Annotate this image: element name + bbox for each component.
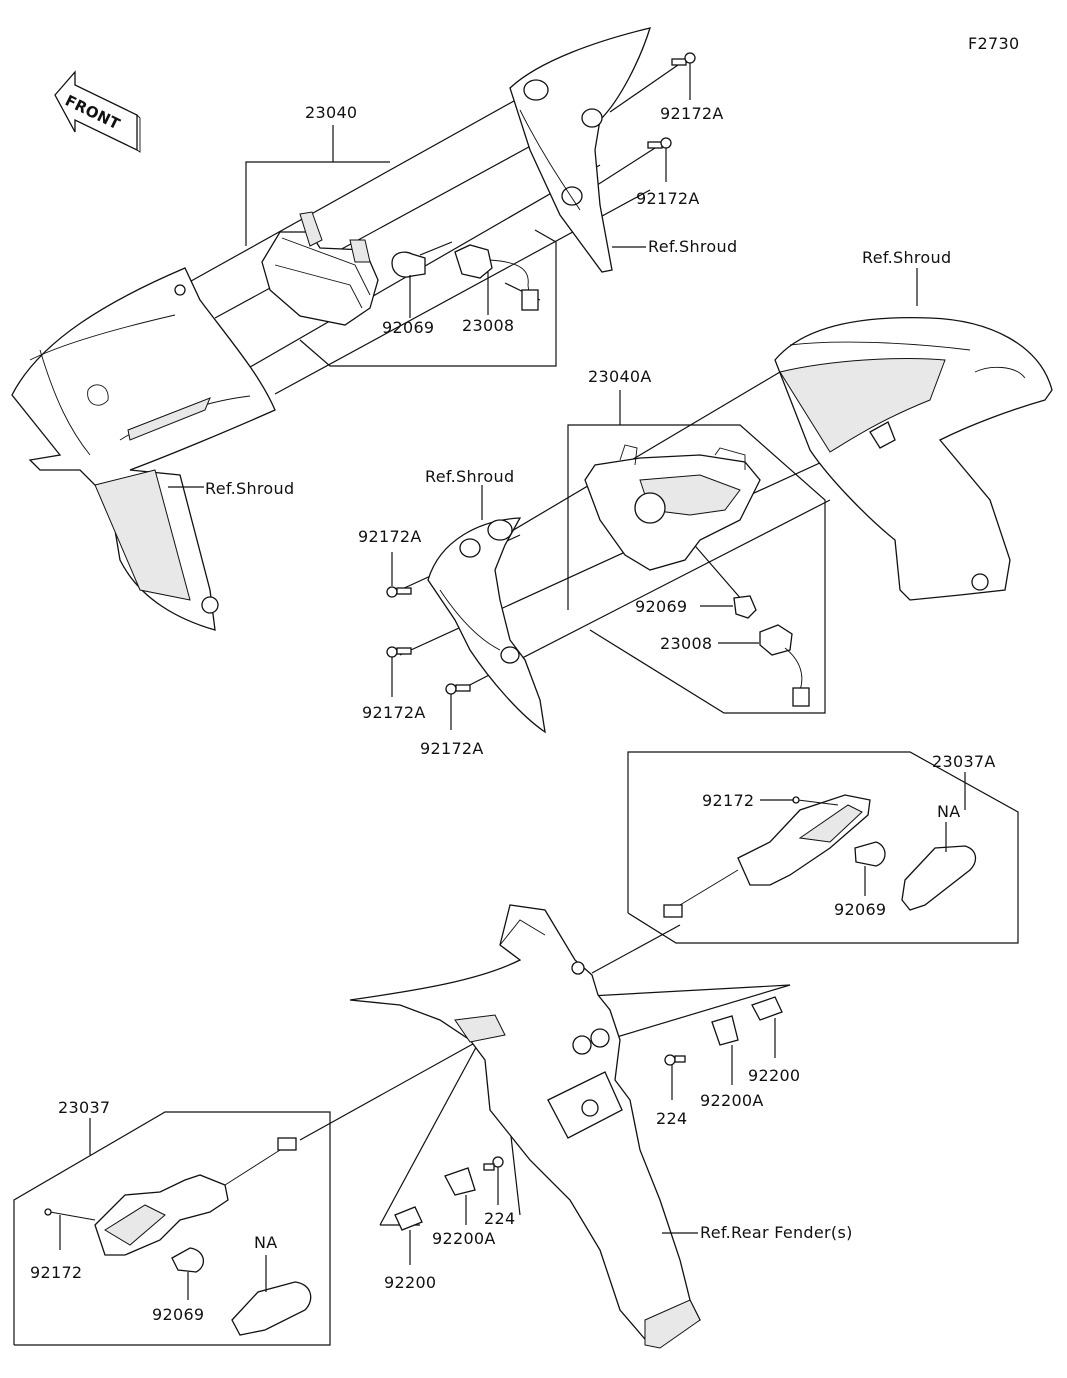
shroud-right xyxy=(774,316,1053,601)
screw-mid-1 xyxy=(386,586,412,598)
shroud-top-small xyxy=(509,27,651,273)
rear-right-lens xyxy=(901,845,977,911)
screw-top-2 xyxy=(647,137,672,149)
screw-mid-2 xyxy=(386,646,412,658)
shroud-middle xyxy=(427,517,546,734)
screw-mid-3-label: 92172A xyxy=(420,739,484,758)
front-left-lamp xyxy=(261,211,379,326)
ref-shroud-top-label: Ref.Shroud xyxy=(648,237,737,256)
plate-a-rear-left-label: 92200A xyxy=(432,1229,496,1248)
bulb-front-right-label: 92069 xyxy=(635,597,687,616)
rear-right-bulb xyxy=(854,841,886,867)
screw-mid-2-label: 92172A xyxy=(362,703,426,722)
plate-rear-left-label: 92200 xyxy=(384,1273,436,1292)
na-rear-left-label: NA xyxy=(254,1233,278,1252)
front-right-bulb xyxy=(733,595,757,619)
rear-fender xyxy=(349,904,701,1349)
bulb-rear-right-label: 92069 xyxy=(834,900,886,919)
figure-code: F2730 xyxy=(968,34,1019,53)
screw-rear-left xyxy=(44,1208,96,1221)
screw-top-1-label: 92172A xyxy=(660,104,724,123)
asm-front-right-label: 23040A xyxy=(588,367,652,386)
ref-shroud-left-label: Ref.Shroud xyxy=(205,479,294,498)
plate-a-rear-left xyxy=(444,1167,476,1196)
front-left-bulb xyxy=(391,251,426,278)
asm-rear-right-label: 23037A xyxy=(932,752,996,771)
front-arrow-icon: FRONT xyxy=(54,70,141,153)
socket-front-right-label: 23008 xyxy=(660,634,712,653)
ref-shroud-right-label: Ref.Shroud xyxy=(862,248,951,267)
plate-rear-left xyxy=(394,1206,423,1231)
front-right-socket xyxy=(759,624,810,707)
rear-left-lens xyxy=(231,1281,312,1336)
asm-front-left-label: 23040 xyxy=(305,103,357,122)
ref-rear-fender-label: Ref.Rear Fender(s) xyxy=(700,1223,853,1242)
plate-rear-right-label: 92200 xyxy=(748,1066,800,1085)
na-rear-right-label: NA xyxy=(937,802,961,821)
rear-left-bulb xyxy=(171,1247,204,1273)
front-right-lamp xyxy=(584,444,761,571)
socket-front-left-label: 23008 xyxy=(462,316,514,335)
screw-rear-right-label: 92172 xyxy=(702,791,754,810)
screw-top-2-label: 92172A xyxy=(636,189,700,208)
screw-mid-3 xyxy=(445,683,471,695)
screw-rear-left-label: 92172 xyxy=(30,1263,82,1282)
screw-mid-1-label: 92172A xyxy=(358,527,422,546)
bolt-rear-right xyxy=(664,1054,686,1066)
plate-a-rear-right xyxy=(711,1015,739,1046)
shroud-left xyxy=(11,267,276,631)
bolt-rear-left-label: 224 xyxy=(484,1209,515,1228)
bulb-rear-left-label: 92069 xyxy=(152,1305,204,1324)
plate-rear-right xyxy=(751,996,783,1021)
front-left-socket xyxy=(454,244,539,311)
screw-top-1 xyxy=(671,52,696,66)
bulb-front-left-label: 92069 xyxy=(382,318,434,337)
plate-a-rear-right-label: 92200A xyxy=(700,1091,764,1110)
screw-rear-right xyxy=(792,796,839,806)
bolt-rear-right-label: 224 xyxy=(656,1109,687,1128)
asm-rear-left-label: 23037 xyxy=(58,1098,110,1117)
rear-right-signal xyxy=(663,794,871,918)
rear-left-signal xyxy=(94,1137,297,1256)
leader-lines xyxy=(13,64,1019,1346)
ref-shroud-middle-label: Ref.Shroud xyxy=(425,467,514,486)
bolt-rear-left xyxy=(483,1156,504,1171)
